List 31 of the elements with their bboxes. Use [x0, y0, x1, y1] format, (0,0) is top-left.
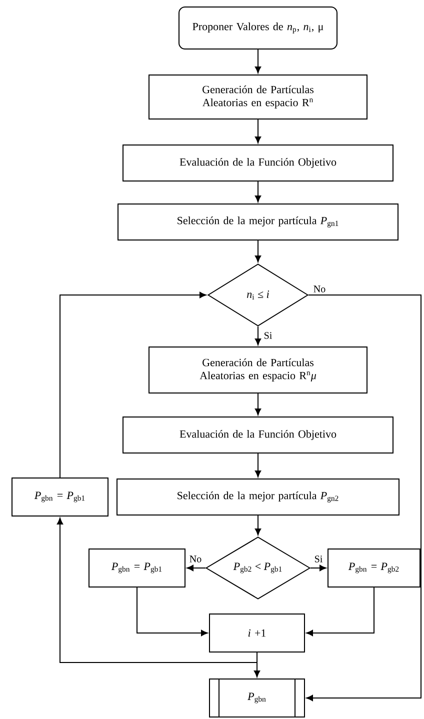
arrow: [186, 564, 206, 572]
arrow: [254, 240, 262, 262]
arrow: [254, 181, 262, 202]
process-box: Generación de Partículas Aleatorias en espacio R$^{n}$: [148, 74, 368, 120]
arrow: [254, 326, 262, 346]
process-box: P$_{gbn}$ = P$_{gb1}$: [12, 478, 108, 516]
arrow: [310, 564, 326, 572]
edge-label: No: [188, 554, 203, 564]
start-box: Proponer Valores de n$_{p}$, n$_{i}$, μ: [178, 6, 338, 50]
edge-label: No: [312, 284, 327, 294]
output-box: P$_{gbn}$: [209, 678, 305, 718]
process-box: P$_{gbn}$ = P$_{gb1}$: [88, 548, 186, 588]
arrow: [60, 292, 206, 478]
arrow: [136, 587, 208, 636]
arrow: [254, 453, 262, 478]
process-box: Evaluación de la Función Objetivo: [122, 144, 394, 182]
arrow: [254, 393, 262, 416]
process-box: Selección de la mejor partícula P$_{gn2}$: [116, 478, 400, 516]
process-box: Generación de Partículas Aleatorias en espacio R$^{n}$μ: [148, 346, 368, 394]
edge-label: Si: [262, 331, 274, 340]
process-box: Evaluación de la Función Objetivo: [122, 416, 394, 454]
process-box: Selección de la mejor partícula P$_{gn1}$: [118, 204, 398, 240]
process-box: P$_{gbn}$ = P$_{gb2}$: [328, 548, 420, 588]
arrow: [254, 119, 262, 144]
arrow: [306, 587, 374, 636]
edge-label: Si: [313, 554, 324, 564]
arrow: [56, 518, 258, 663]
arrow: [254, 49, 262, 74]
arrow: [306, 294, 422, 702]
process-box: i +1: [209, 614, 305, 652]
arrow: [254, 515, 262, 536]
